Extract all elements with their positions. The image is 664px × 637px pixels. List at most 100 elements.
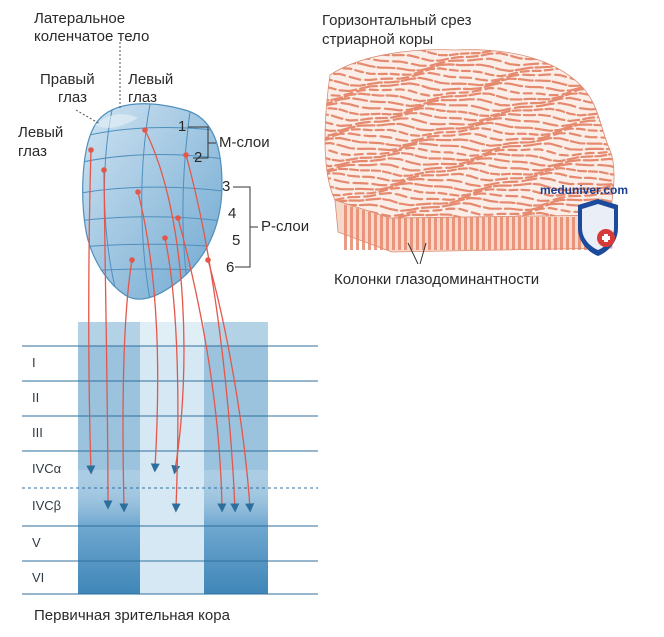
left-eye-side-label-line1: Левый xyxy=(18,124,64,141)
slice-column-stripe xyxy=(482,217,485,250)
slice-column-stripe xyxy=(518,217,521,250)
slice-texture-stripe xyxy=(325,161,615,173)
ocular-column-right xyxy=(204,470,268,594)
cortex-layer-I: I xyxy=(32,355,36,370)
left-eye-top-label-line1: Левый xyxy=(128,71,174,88)
projection-arrow xyxy=(103,169,113,510)
slice-texture-stripe xyxy=(325,176,615,188)
lgn-layer-number-1: 1 xyxy=(178,118,187,135)
slice-column-stripe xyxy=(512,217,515,250)
projection-arrow xyxy=(119,259,133,513)
slice-column-stripe xyxy=(374,213,377,250)
p-layers-bracket xyxy=(233,186,251,268)
cortex-layer-VI: VI xyxy=(32,570,45,585)
slice-column-stripe xyxy=(530,217,533,250)
slice-column-stripe xyxy=(434,217,437,250)
cortex-caption: Первичная зрительная кора xyxy=(34,607,230,624)
slice-column-stripe xyxy=(398,217,401,250)
slice-texture-stripe xyxy=(325,182,615,193)
slice-column-stripe xyxy=(386,217,389,250)
slice-texture-stripe xyxy=(325,121,615,133)
lgn-title-line2: коленчатое тело xyxy=(34,28,150,45)
slice-column-stripe xyxy=(500,217,503,250)
arrow-origin-dot xyxy=(162,235,168,241)
cortex-layer-V: V xyxy=(32,535,41,550)
slice-column-stripe xyxy=(368,211,371,250)
slice-texture-stripe xyxy=(325,112,615,123)
p-layers-label: Р-слои xyxy=(261,218,310,235)
lgn-layer-line xyxy=(82,216,222,223)
slice-column-stripe xyxy=(524,217,527,250)
projection-arrow xyxy=(185,154,240,513)
arrow-origin-dot xyxy=(135,189,141,195)
cortex-top-fade xyxy=(78,322,268,346)
slice-column-stripe xyxy=(446,217,449,250)
right-eye-label-line1: Правый xyxy=(40,71,95,88)
slice-texture-stripe xyxy=(325,76,615,88)
arrow-origin-dot xyxy=(129,257,135,263)
arrow-origin-dot xyxy=(142,127,148,133)
slice-column-stripe xyxy=(470,217,473,250)
lgn-layer-number-3: 3 xyxy=(222,178,231,195)
slice-column-stripe xyxy=(476,217,479,250)
slice-texture-stripe xyxy=(325,126,615,138)
slice-texture-stripe xyxy=(325,132,615,143)
projection-arrow xyxy=(137,191,160,473)
cortex-layer-II: II xyxy=(32,390,40,405)
cortex-block xyxy=(22,322,318,595)
slice-column-stripe xyxy=(380,215,383,250)
slice-column-stripe xyxy=(410,217,413,250)
right-eye-label-line2: глаз xyxy=(58,89,87,106)
slice-column-stripe xyxy=(416,217,419,250)
slice-texture-stripe xyxy=(325,117,615,128)
watermark-text: meduniver.com xyxy=(540,183,629,197)
projection-arrow xyxy=(207,259,255,513)
striate-title-line2: стриарной коры xyxy=(322,31,434,48)
lgn-highlight xyxy=(95,114,138,128)
slice-column-stripe xyxy=(536,217,539,250)
lgn-layer-number-6: 6 xyxy=(226,259,235,276)
slice-texture-stripe xyxy=(325,101,615,113)
lgn-layer-line xyxy=(82,154,222,166)
cortex-layer-IVCa: IVCα xyxy=(32,461,62,476)
slice-texture-stripe xyxy=(325,201,615,213)
lgn-layer-number-5: 5 xyxy=(232,232,241,249)
slice-texture-stripe xyxy=(325,92,615,103)
arrow-origin-dot xyxy=(205,257,211,263)
slice-texture-stripe xyxy=(325,86,615,97)
columns-label: Колонки глазодоминантности xyxy=(334,271,540,288)
slice-texture-stripe xyxy=(325,151,615,163)
columns-leader-line xyxy=(407,242,419,265)
slice-texture-stripe xyxy=(325,191,615,203)
slice-texture-stripe xyxy=(325,146,615,157)
lgn-layer-number-4: 4 xyxy=(228,205,237,222)
slice-texture-stripe xyxy=(325,136,615,147)
projection-arrow xyxy=(177,217,227,513)
slice-column-stripe xyxy=(548,217,551,250)
projection-arrow xyxy=(144,129,185,475)
slice-column-stripe xyxy=(440,217,443,250)
slice-texture-stripe xyxy=(325,107,615,118)
slice-column-stripe xyxy=(572,217,575,250)
slice-column-stripe xyxy=(554,217,557,250)
left-eye-side-label-line2: глаз xyxy=(18,143,47,160)
projection-arrow xyxy=(86,149,96,475)
lgn-body xyxy=(82,103,223,300)
slice-column-stripe xyxy=(356,208,359,250)
left-eye-top-label-line2: глаз xyxy=(128,89,157,106)
columns-leader-line xyxy=(419,242,427,265)
right-eye-leader-line xyxy=(75,109,101,125)
slice-texture-stripe xyxy=(325,71,615,83)
projection-arrow xyxy=(164,237,181,513)
slice-texture-stripe xyxy=(325,166,615,178)
lgn-layer-line xyxy=(82,186,222,196)
slice-texture-stripe xyxy=(325,157,615,168)
arrow-origin-dot xyxy=(175,215,181,221)
slice-column-stripe xyxy=(422,217,425,250)
slice-texture-stripe xyxy=(325,49,615,58)
slice-column-stripe xyxy=(560,217,563,250)
slice-column-stripe xyxy=(464,217,467,250)
cortex-layer-III: III xyxy=(32,425,43,440)
lgn-meridian xyxy=(141,103,151,300)
striate-slice xyxy=(324,49,615,253)
